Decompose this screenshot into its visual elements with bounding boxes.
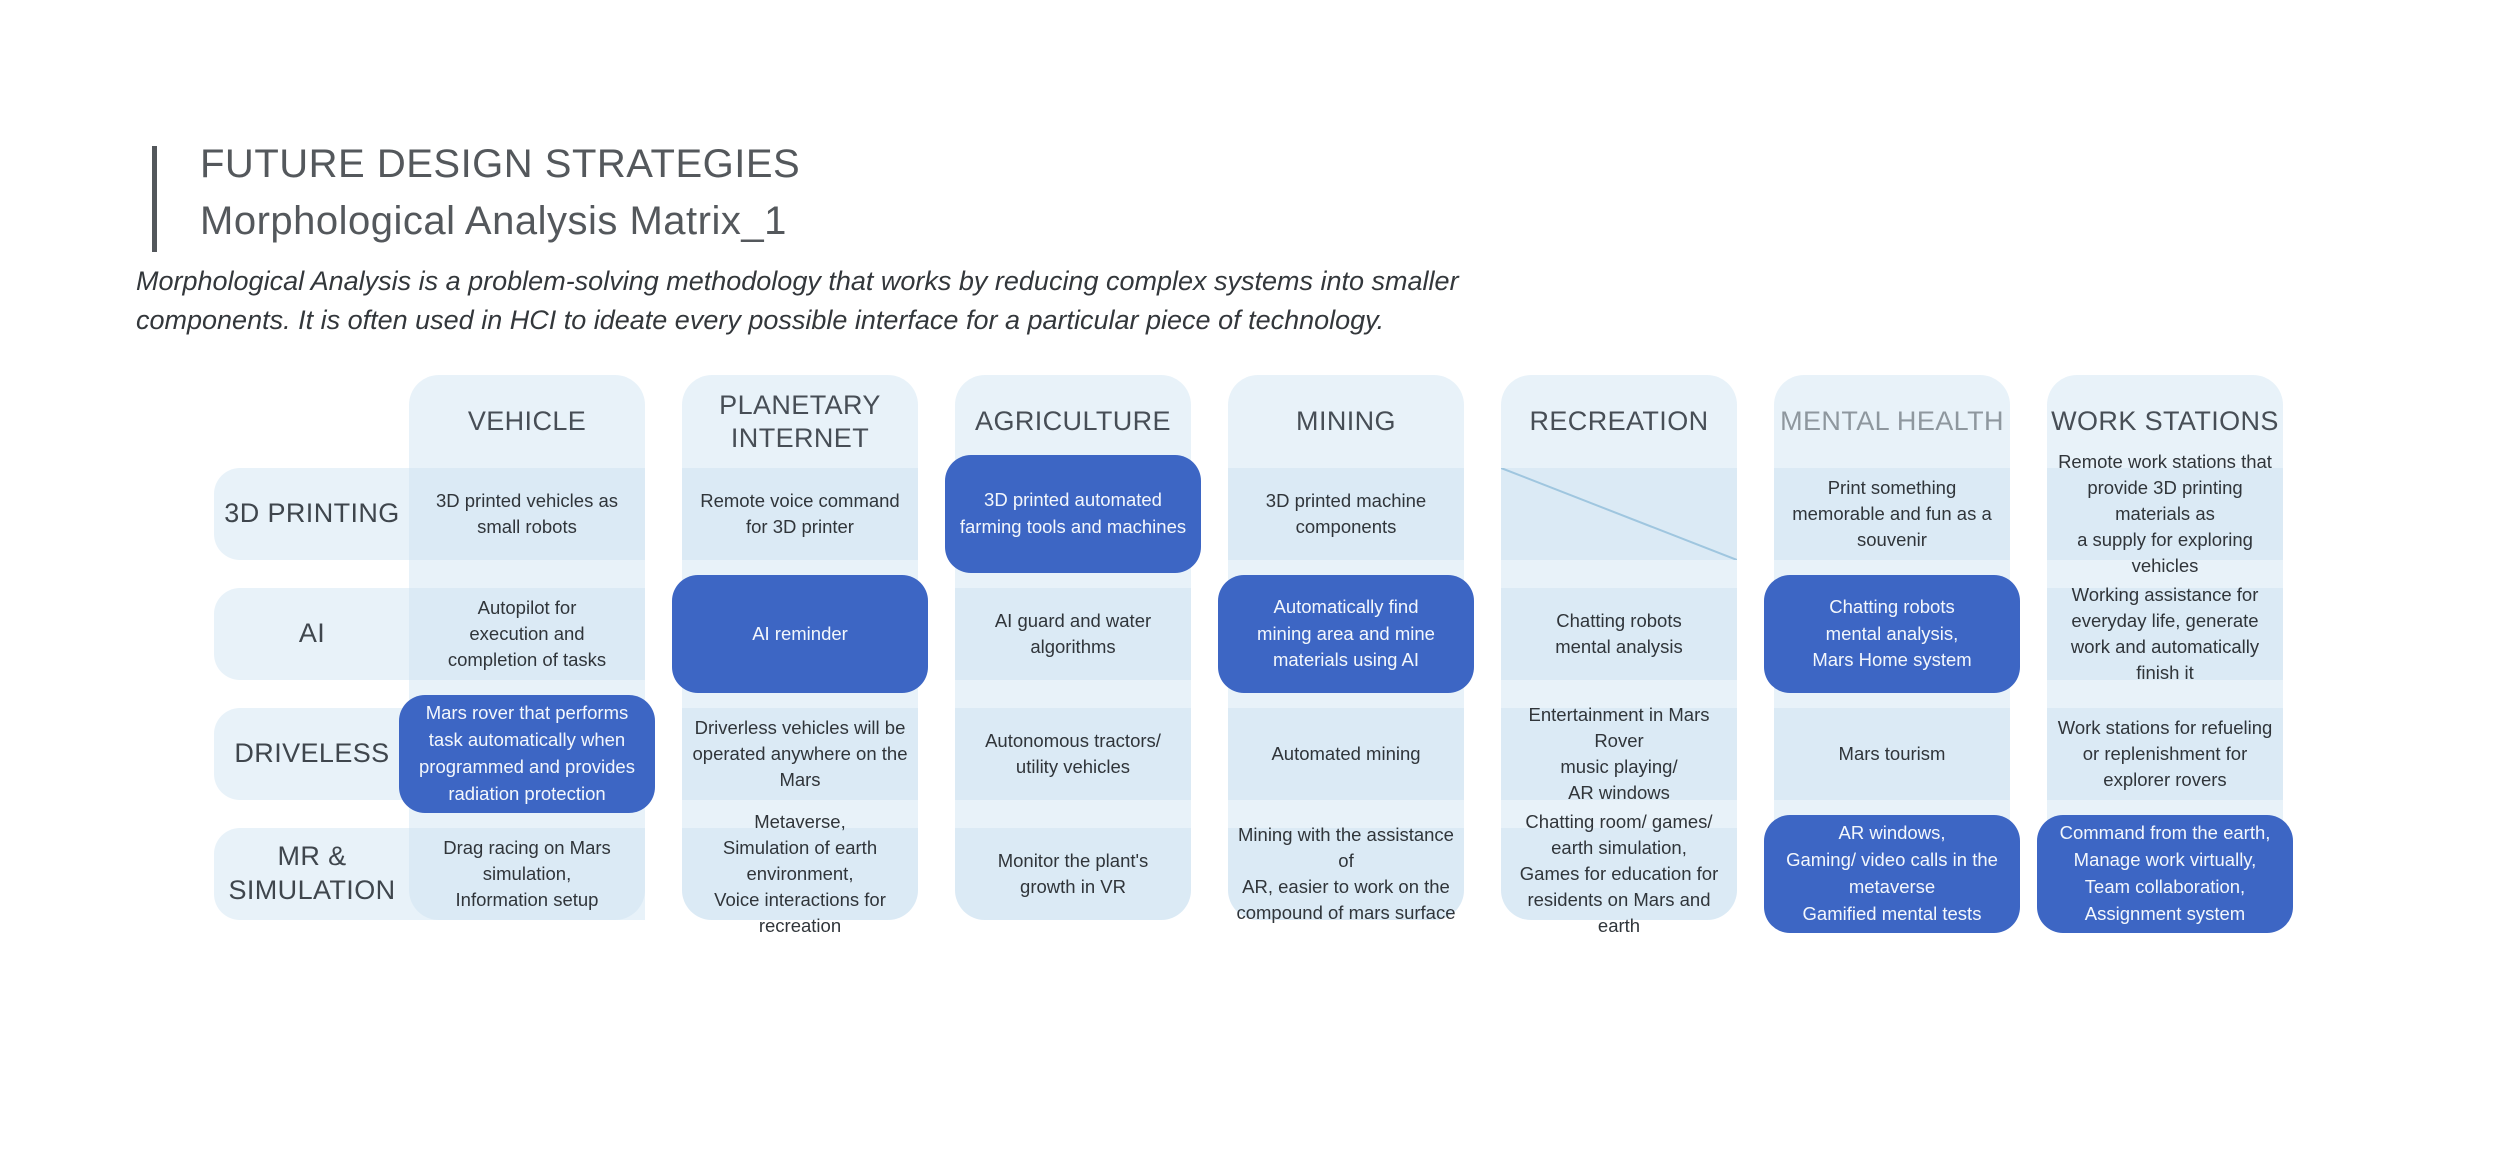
matrix-cell: Mining with the assistance of AR, easier… [1236,824,1456,923]
matrix-cell-highlighted: AR windows, Gaming/ video calls in the m… [1764,815,2020,933]
cell-band [1774,708,2010,800]
row-band-ai [214,588,645,680]
column-header-mining: MINING [1296,406,1396,437]
page-title-line2: Morphological Analysis Matrix_1 [200,199,787,243]
empty-cell-slash [1501,468,1737,560]
matrix-cell: Automated mining [1271,743,1421,765]
matrix-cell: Remote voice command for 3D printer [700,490,900,537]
matrix-cell-highlighted: 3D printed automated farming tools and m… [945,455,1201,573]
cell-band [2047,588,2283,680]
matrix-cell: Chatting robots mental analysis [1555,610,1683,657]
row-header-3d-printing: 3D PRINTING [224,498,400,529]
cell-band [682,828,918,920]
row-band-3d-printing [214,468,645,560]
matrix-cell-highlighted: Mars rover that performs task automatica… [399,695,655,813]
cell-band [955,588,1191,680]
cell-band [1501,588,1737,680]
cell-band [955,828,1191,920]
matrix-cell-highlighted: Automatically find mining area and mine … [1218,575,1474,693]
matrix-cell: Autonomous tractors/ utility vehicles [985,730,1161,777]
matrix-cell: 3D printed machine components [1265,490,1427,537]
matrix-cell: Chatting room/ games/ earth simulation, … [1519,811,1719,936]
matrix-cell: Remote work stations that provide 3D pri… [2058,451,2272,576]
matrix-cell: Drag racing on Mars simulation, Informat… [443,837,611,910]
column-header-agriculture: AGRICULTURE [975,406,1171,437]
column-header-vehicle: VEHICLE [467,406,587,437]
matrix-cell: Working assistance for everyday life, ge… [2070,584,2260,683]
cell-band [1501,828,1737,920]
cell-band [1501,708,1737,800]
page-title: FUTURE DESIGN STRATEGIES Morphological A… [200,136,800,250]
matrix-cell: Entertainment in Mars Rover music playin… [1528,704,1710,803]
matrix-cell-highlighted: Command from the earth, Manage work virt… [2037,815,2293,933]
matrix-cell: Metaverse, Simulation of earth environme… [714,811,886,936]
cell-band [2047,468,2283,560]
column-header-mental-health: MENTAL HEALTH [1780,406,2004,437]
row-header-driveless: DRIVELESS [234,738,390,769]
column-vehicle: VEHICLE [409,375,645,920]
row-header-ai: AI [298,618,326,649]
cell-band [1228,828,1464,920]
row-header-mr-simulation: MR & SIMULATION [228,841,396,905]
cell-band [2047,708,2283,800]
cell-band [1774,468,2010,560]
cell-band [1228,708,1464,800]
cell-band [682,708,918,800]
title-accent-bar [152,146,157,252]
matrix-cell: Autopilot for execution and completion o… [447,597,607,670]
column-header-planetary-internet: PLANETARY INTERNET [719,389,881,453]
description-text: Morphological Analysis is a problem-solv… [136,266,1459,335]
row-band-mr-simulation [214,828,645,920]
matrix-cell: AI guard and water algorithms [994,610,1152,657]
matrix-cell: Driverless vehicles will be operated any… [692,717,908,790]
cell-band [955,708,1191,800]
matrix-cell: Print something memorable and fun as a s… [1792,477,1992,550]
matrix-cell-highlighted: Chatting robots mental analysis, Mars Ho… [1764,575,2020,693]
column-recreation: RECREATION [1501,375,1737,920]
matrix-cell: Monitor the plant's growth in VR [997,850,1149,897]
matrix-cell: Mars tourism [1838,743,1946,765]
matrix-cell: 3D printed vehicles as small robots [435,490,618,537]
matrix-cell-highlighted: AI reminder [672,575,928,693]
page-title-line1: FUTURE DESIGN STRATEGIES [200,142,801,186]
cell-band [682,468,918,560]
column-header-recreation: RECREATION [1529,406,1709,437]
cell-band [1228,468,1464,560]
column-header-work-stations: WORK STATIONS [2051,406,2279,437]
matrix-cell: Work stations for refueling or replenish… [2057,717,2273,790]
